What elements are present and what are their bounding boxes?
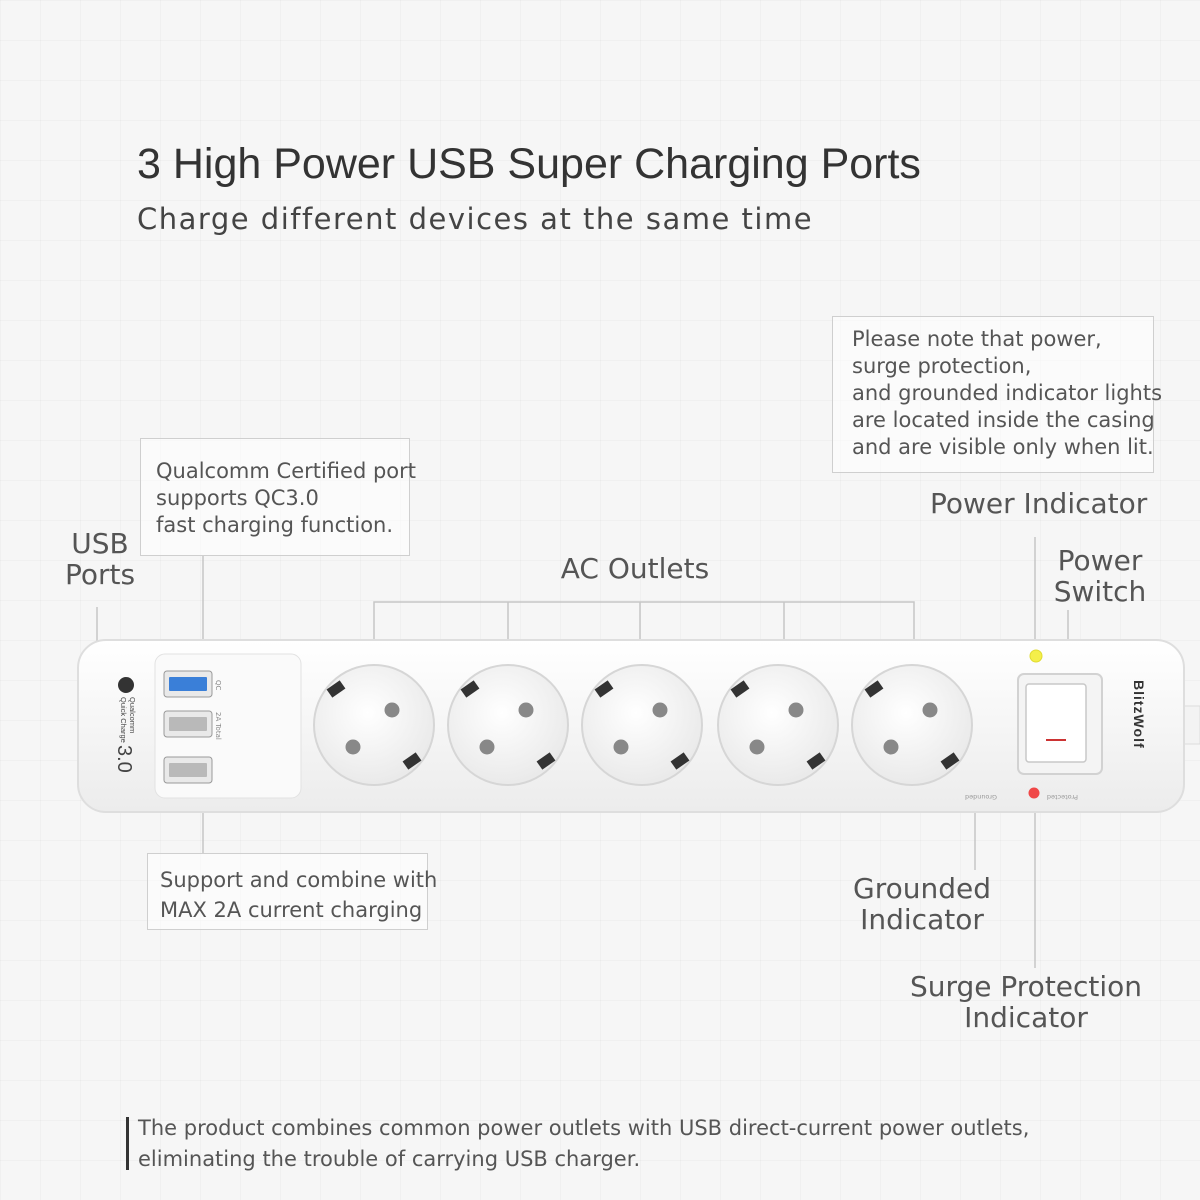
surge-indicator-label: Surge Protection Indicator — [906, 971, 1146, 1033]
footer-description: The product combines common power outlet… — [138, 1113, 1029, 1175]
ground-clip — [402, 752, 422, 770]
page-title: 3 High Power USB Super Charging Ports — [137, 140, 921, 188]
pin-hole — [883, 739, 899, 755]
ground-clip — [326, 680, 346, 698]
power-switch[interactable] — [1017, 673, 1103, 775]
usb-port-3[interactable] — [163, 756, 213, 784]
max-line: MAX 2A current charging — [160, 898, 423, 922]
usb-ports-label-line: Ports — [64, 558, 136, 591]
surge-indicator-led — [1028, 787, 1040, 799]
pin-hole — [613, 739, 629, 755]
usb-port-2[interactable] — [163, 710, 213, 738]
grounded-tag: Grounded — [965, 793, 997, 801]
qc-line: supports QC3.0 — [156, 486, 319, 510]
ground-clip — [536, 752, 556, 770]
pin-hole — [345, 739, 361, 755]
usb-port-qc[interactable] — [163, 670, 213, 698]
qc-port-callout: Qualcomm Certified port supports QC3.0 f… — [140, 438, 417, 556]
usb-port-insert — [169, 717, 207, 731]
grounded-indicator-label-line: Grounded — [853, 872, 991, 905]
pin-hole — [518, 702, 534, 718]
usb-port-insert — [169, 763, 207, 777]
ac-outlet-3[interactable] — [581, 664, 703, 786]
note-line: Please note that power, — [852, 327, 1102, 351]
usb-tag-2a: 2A Total — [214, 712, 222, 740]
note-line: are located inside the casing — [852, 408, 1155, 432]
power-indicator-label: Power Indicator — [930, 487, 1148, 520]
footer-line: The product combines common power outlet… — [138, 1116, 1030, 1140]
pin-hole — [479, 739, 495, 755]
qc-badge-version: 3.0 — [113, 745, 135, 773]
ac-outlet-5[interactable] — [851, 664, 973, 786]
indicator-note-callout: Please note that power, surge protection… — [832, 316, 1163, 473]
pin-hole — [652, 702, 668, 718]
ac-outlet-1[interactable] — [313, 664, 435, 786]
note-line: and are visible only when lit. — [852, 435, 1154, 459]
max-current-callout: Support and combine with MAX 2A current … — [147, 853, 438, 930]
ground-clip — [864, 680, 884, 698]
power-switch-label-line: Power — [1057, 544, 1143, 577]
power-switch-label: Power Switch — [1050, 545, 1150, 607]
qc-badge: Qualcomm Quick Charge 3.0 — [113, 677, 137, 773]
usb-ports-label-line: USB — [71, 527, 129, 560]
qc-line: fast charging function. — [156, 513, 394, 537]
ground-clip — [594, 680, 614, 698]
page-subtitle: Charge different devices at the same tim… — [137, 202, 814, 236]
brand-logo: BlitzWolf — [1131, 680, 1147, 749]
ground-clip — [806, 752, 826, 770]
note-line: and grounded indicator lights — [852, 381, 1163, 405]
ground-clip — [460, 680, 480, 698]
grounded-indicator-label-line: Indicator — [860, 903, 984, 936]
ground-clip — [940, 752, 960, 770]
usb-port-insert — [169, 677, 207, 691]
qc-badge-label: Quick Charge — [119, 697, 128, 743]
max-line: Support and combine with — [160, 868, 438, 892]
surge-indicator-label-line: Indicator — [964, 1001, 1088, 1034]
qc-line: Qualcomm Certified port — [156, 459, 417, 483]
ac-outlets-label: AC Outlets — [560, 552, 710, 585]
usb-ports-label: USB Ports — [60, 528, 140, 590]
ground-clip — [730, 680, 750, 698]
note-line: surge protection, — [852, 354, 1032, 378]
surge-indicator-label-line: Surge Protection — [909, 970, 1143, 1003]
qc-badge-brand: Qualcomm — [128, 697, 137, 733]
ac-bracket — [373, 601, 915, 672]
qc-logo-icon — [118, 677, 134, 693]
pin-hole — [384, 702, 400, 718]
power-switch-label-line: Switch — [1053, 575, 1147, 608]
footer-accent-bar — [126, 1117, 129, 1170]
power-indicator-led — [1029, 649, 1043, 663]
protected-tag: Protected — [1047, 793, 1078, 801]
ac-outlet-4[interactable] — [717, 664, 839, 786]
pin-hole — [749, 739, 765, 755]
power-switch-rocker — [1025, 683, 1087, 763]
pin-hole — [788, 702, 804, 718]
ground-clip — [670, 752, 690, 770]
grounded-indicator-label: Grounded Indicator — [846, 873, 998, 935]
footer-line: eliminating the trouble of carrying USB … — [138, 1147, 641, 1171]
ac-outlet-2[interactable] — [447, 664, 569, 786]
usb-tag-qc: QC — [214, 680, 222, 691]
pin-hole — [922, 702, 938, 718]
